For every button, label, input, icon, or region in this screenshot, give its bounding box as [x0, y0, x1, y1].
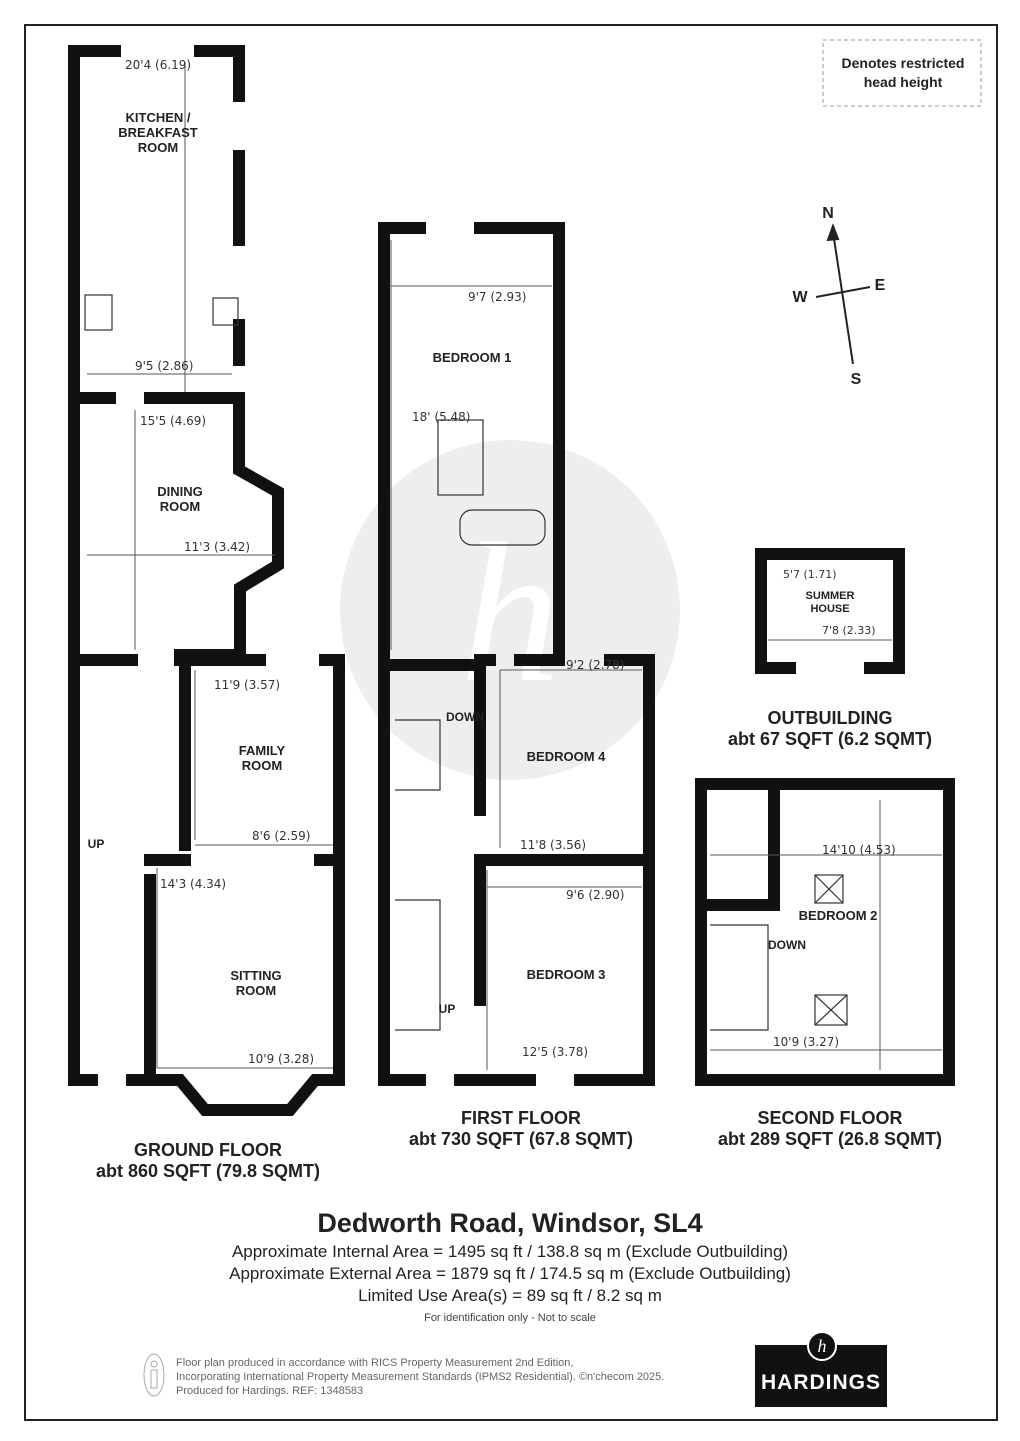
address-title: Dedworth Road, Windsor, SL4	[317, 1208, 703, 1238]
disclaimer: For identification only - Not to scale	[424, 1312, 596, 1324]
dim-dining-length: 15'5 (4.69)	[140, 414, 207, 428]
dim-family-length: 11'9 (3.57)	[214, 678, 281, 692]
dim-family-width: 8'6 (2.59)	[252, 829, 311, 843]
summary-block: Dedworth Road, Windsor, SL4 Approximate …	[0, 1205, 1020, 1329]
dim-sitting-width: 10'9 (3.28)	[248, 1052, 315, 1066]
limited-use-area: Limited Use Area(s) = 89 sq ft / 8.2 sq …	[358, 1286, 662, 1305]
dim-summer-length: 5'7 (1.71)	[783, 568, 837, 581]
dim-kitchen-width: 9'5 (2.86)	[135, 359, 194, 373]
hardings-logo-mark: h	[807, 1331, 837, 1361]
dimension-lines	[87, 62, 942, 1070]
compass-west: W	[792, 289, 808, 306]
dim-bedroom1-length: 18' (5.48)	[412, 410, 471, 424]
footer-line-3: Produced for Hardings. REF: 1348583	[176, 1385, 364, 1397]
room-bedroom1: BEDROOM 1	[432, 350, 512, 365]
room-bedroom4: BEDROOM 4	[526, 749, 606, 764]
stairs-up-ground: UP	[87, 837, 105, 851]
ground-floor-name: GROUND FLOOR	[134, 1140, 282, 1160]
room-family: FAMILY ROOM	[238, 743, 286, 773]
footer-line-2: Incorporating International Property Mea…	[176, 1371, 665, 1383]
room-sitting: SITTING ROOM	[230, 968, 282, 998]
dim-bedroom2-length: 10'9 (3.27)	[773, 1035, 840, 1049]
first-floor-area: abt 730 SQFT (67.8 SQMT)	[408, 1129, 634, 1149]
room-bedroom3: BEDROOM 3	[526, 967, 606, 982]
dim-bedroom4-width: 9'2 (2.78)	[566, 658, 625, 672]
stairs-up-first: UP	[438, 1002, 456, 1016]
dim-bedroom4-length: 11'8 (3.56)	[520, 838, 587, 852]
dim-bedroom2-width: 14'10 (4.53)	[822, 843, 896, 857]
room-kitchen: KITCHEN / BREAKFAST ROOM	[118, 110, 198, 155]
stairs-down-second: DOWN	[768, 938, 806, 952]
walls	[68, 45, 955, 1116]
ground-floor-area: abt 860 SQFT (79.8 SQMT)	[95, 1161, 321, 1181]
compass-east: E	[874, 277, 886, 294]
outbuilding-area: abt 67 SQFT (6.2 SQMT)	[727, 729, 933, 749]
internal-area: Approximate Internal Area = 1495 sq ft /…	[231, 1242, 789, 1261]
room-bedroom2: BEDROOM 2	[798, 908, 878, 923]
outbuilding-name: OUTBUILDING	[767, 708, 893, 728]
dim-bedroom3-width: 9'6 (2.90)	[566, 888, 625, 902]
dim-kitchen-length: 20'4 (6.19)	[125, 58, 192, 72]
fixtures	[84, 294, 848, 1031]
page-frame	[24, 24, 998, 1421]
dim-bedroom3-length: 12'5 (3.78)	[522, 1045, 589, 1059]
second-floor-name: SECOND FLOOR	[757, 1108, 903, 1128]
room-dining: DINING ROOM	[157, 484, 203, 514]
dim-bedroom1-width: 9'7 (2.93)	[468, 290, 527, 304]
compass-south: S	[850, 371, 862, 388]
hardings-logo: h HARDINGS	[755, 1331, 887, 1407]
restricted-legend-box	[822, 39, 982, 107]
compass-north: N	[822, 205, 834, 222]
first-floor-name: FIRST FLOOR	[461, 1108, 581, 1128]
hardings-brand-text: HARDINGS	[760, 1371, 881, 1394]
external-area: Approximate External Area = 1879 sq ft /…	[229, 1264, 791, 1283]
dim-dining-width: 11'3 (3.42)	[184, 540, 251, 554]
room-summer-house: SUMMER HOUSE	[805, 590, 855, 615]
info-person-icon	[143, 1353, 165, 1397]
stairs-down-first: DOWN	[446, 710, 484, 724]
footer-line-1: Floor plan produced in accordance with R…	[176, 1357, 574, 1369]
second-floor-area: abt 289 SQFT (26.8 SQMT)	[717, 1129, 943, 1149]
watermark-logo	[340, 440, 680, 780]
footer-text: Floor plan produced in accordance with R…	[176, 1356, 664, 1398]
compass-icon	[815, 223, 871, 365]
dim-summer-width: 7'8 (2.33)	[822, 624, 876, 637]
restricted-head-height-legend: Denotes restricted head height	[841, 55, 965, 90]
dim-sitting-length: 14'3 (4.34)	[160, 877, 227, 891]
